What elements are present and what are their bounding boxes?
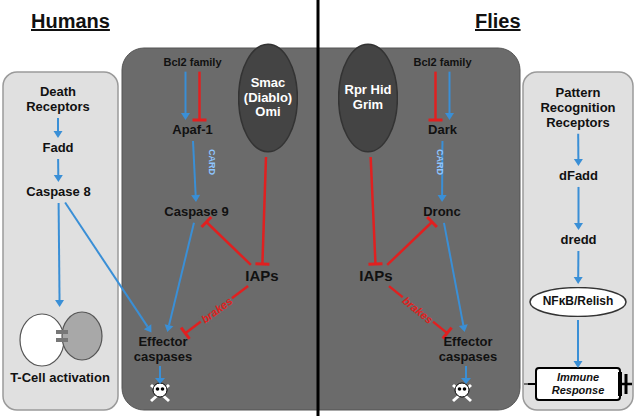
ellipse-node: Smac (Diablo) Omi	[238, 42, 298, 154]
arrow-head	[461, 378, 471, 384]
ellipse-node: NFκB/Relish	[529, 287, 627, 317]
inhibition-connector	[368, 157, 382, 264]
text-node: IAPs	[357, 267, 395, 284]
side-heading: Flies	[475, 10, 521, 33]
inhibition-connector	[389, 286, 452, 338]
node-text: IAPs	[245, 267, 278, 284]
ellipse-node: Rpr Hid Grim	[338, 42, 398, 154]
node-text: NFκB/Relish	[539, 295, 618, 309]
node-text: Fadd	[42, 141, 73, 156]
inhibition-connector	[255, 157, 269, 264]
node-text: Smac (Diablo) Omi	[238, 76, 298, 121]
activation-connector	[65, 202, 151, 332]
skull-icon	[151, 383, 169, 401]
text-node: Pattern Recognition Receptors	[528, 86, 628, 131]
inhibition-connector	[387, 217, 437, 265]
activation-connector	[444, 223, 468, 332]
node-text: dredd	[560, 233, 596, 248]
node-text: Effector caspases	[426, 335, 510, 365]
text-node: Dark	[426, 123, 459, 138]
domain-label: CARD	[207, 149, 217, 175]
cell-panel	[122, 48, 520, 410]
text-node: dredd	[558, 233, 599, 248]
node-text: Dronc	[423, 205, 461, 220]
node-text: Caspase 9	[164, 205, 228, 220]
fly-side-panel	[523, 72, 633, 410]
skull-icon	[453, 383, 471, 401]
text-node: T-Cell activation	[5, 310, 115, 386]
text-node: Dronc	[421, 205, 463, 220]
arrow-head	[155, 378, 165, 384]
text-node: Death Receptors	[8, 85, 108, 115]
activation-connector	[181, 72, 190, 120]
text-node: IAPs	[243, 267, 281, 284]
inhibition-connector	[193, 72, 207, 120]
text-node: Bcl2 family	[161, 56, 224, 69]
text-node: dFadd	[557, 169, 600, 184]
node-text: Dark	[428, 123, 457, 138]
node-text: dFadd	[559, 169, 598, 184]
divider-line	[317, 0, 320, 416]
death-arrow	[159, 366, 161, 380]
node-text: IAPs	[359, 267, 392, 284]
side-heading: Humans	[31, 10, 110, 33]
activation-connector	[54, 118, 63, 138]
text-node: Effector caspases	[426, 335, 510, 365]
activation-connector	[191, 141, 200, 202]
activation-connector	[574, 187, 583, 230]
activation-connector	[54, 159, 63, 182]
text-node: Fadd	[40, 141, 76, 156]
text-node: Immune Response	[538, 371, 618, 396]
text-node: Caspase 9	[162, 205, 231, 220]
node-text: Apaf-1	[172, 123, 212, 138]
syringe-illustration	[524, 368, 632, 400]
inhibition-connector	[181, 286, 248, 339]
node-text: Bcl2 family	[163, 56, 221, 69]
node-text: Bcl2 family	[413, 56, 471, 69]
node-text: Death Receptors	[8, 85, 108, 115]
activation-connector	[55, 203, 64, 307]
death-arrow	[465, 366, 467, 380]
node-text: T-Cell activation	[10, 371, 110, 386]
node-text: Caspase 8	[26, 185, 90, 200]
activation-connector	[445, 72, 454, 120]
domain-label: CARD	[435, 149, 445, 175]
text-node: Apaf-1	[170, 123, 215, 138]
human-side-panel	[3, 72, 118, 410]
activation-connector	[165, 223, 194, 332]
activation-connector	[574, 134, 583, 166]
text-node: Caspase 8	[24, 185, 93, 200]
inhibition-connector	[202, 217, 251, 265]
activation-connector	[574, 251, 583, 284]
text-node: Effector caspases	[121, 335, 205, 365]
node-text: Rpr Hid Grim	[338, 83, 398, 113]
node-text: Pattern Recognition Receptors	[528, 86, 628, 131]
node-text: Immune Response	[538, 371, 618, 396]
text-node: Bcl2 family	[411, 56, 474, 69]
node-text: Effector caspases	[121, 335, 205, 365]
t-cell-illustration	[20, 312, 102, 366]
activation-connector	[574, 320, 583, 368]
inhibition-connector	[429, 72, 443, 120]
